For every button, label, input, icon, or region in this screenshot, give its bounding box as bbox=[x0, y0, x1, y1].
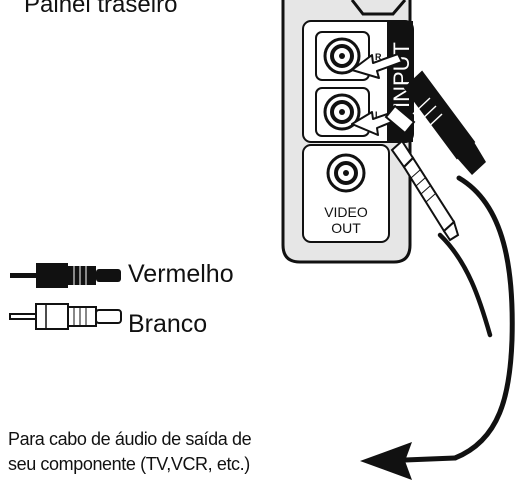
video-out-label-line1: VIDEO bbox=[324, 204, 368, 220]
input-label: INPUT bbox=[389, 42, 414, 108]
audio-cable bbox=[402, 175, 515, 463]
direction-arrow bbox=[360, 442, 412, 480]
source-caption: Para cabo de áudio de saída de seu compo… bbox=[8, 427, 252, 477]
caption-line-1: Para cabo de áudio de saída de bbox=[8, 429, 252, 449]
red-rca-plug bbox=[384, 70, 486, 175]
audio-jack-l bbox=[315, 87, 370, 137]
panel-title: Painel traseiro bbox=[24, 0, 178, 18]
video-out-label-line2: OUT bbox=[331, 220, 361, 236]
white-rca-plug bbox=[390, 139, 460, 242]
legend-red-label: Vermelho bbox=[128, 260, 234, 288]
video-out-jack bbox=[326, 153, 366, 193]
insert-arrow-r bbox=[351, 53, 403, 79]
legend-white-label: Branco bbox=[128, 310, 208, 338]
legend-white-plug-icon bbox=[9, 303, 122, 330]
jack-r-label: R bbox=[375, 52, 382, 62]
caption-line-2: seu componente (TV,VCR, etc.) bbox=[8, 454, 250, 474]
jack-l-label: L bbox=[375, 110, 381, 120]
legend-red-plug-icon bbox=[10, 263, 121, 288]
